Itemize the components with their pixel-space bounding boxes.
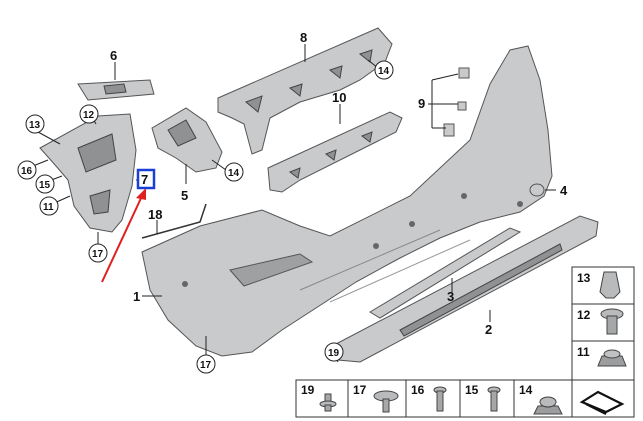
callout-12: 12 [83, 110, 95, 121]
grid-13-label: 13 [577, 271, 591, 285]
callout-18: 18 [148, 207, 162, 222]
callout-7-highlight: 7 [136, 168, 156, 190]
callout-4: 4 [560, 183, 568, 198]
callout-13: 13 [29, 120, 41, 131]
callout-12-group: 12 [79, 104, 99, 124]
part-1-bumper [141, 45, 553, 357]
callout-17b-group: 17 [196, 354, 216, 374]
fastener-19-icon [319, 393, 337, 412]
grid-17-label: 17 [353, 383, 367, 397]
seal-strip-icon [579, 390, 625, 415]
callout-17a: 17 [92, 249, 104, 260]
callout-14a: 14 [378, 66, 390, 77]
callout-14b: 14 [228, 168, 240, 179]
callout-17b: 17 [200, 360, 212, 371]
highlight-arrow [101, 188, 146, 283]
callout-5: 5 [181, 188, 188, 203]
callout-7: 7 [141, 172, 148, 187]
grid-15-label: 15 [465, 383, 479, 397]
callout-17a-group: 17 [88, 243, 108, 263]
fastener-17-icon [373, 390, 399, 413]
callout-16: 16 [21, 166, 33, 177]
callout-16-group: 16 [17, 160, 37, 180]
grid-12-label: 12 [577, 308, 591, 322]
callout-14a-group: 14 [374, 60, 394, 80]
part-10-carrier [267, 111, 403, 193]
callout-6: 6 [110, 48, 117, 63]
callout-8: 8 [300, 30, 307, 45]
callout-15: 15 [39, 180, 51, 191]
callout-3: 3 [447, 289, 454, 304]
fastener-grid-right: 13 12 11 [571, 266, 635, 381]
grid-14-label: 14 [519, 383, 533, 397]
callout-1: 1 [133, 289, 140, 304]
callout-19: 19 [328, 348, 340, 359]
part-9-clips [443, 67, 470, 137]
grid-11-label: 11 [577, 345, 590, 359]
part-18-moulding [141, 203, 207, 239]
grid-16-label: 16 [411, 383, 425, 397]
fastener-11-icon [597, 349, 627, 367]
callout-19-group: 19 [324, 342, 344, 362]
fastener-15-icon [487, 386, 501, 412]
part-3-strip [369, 227, 522, 319]
callout-15-group: 15 [35, 174, 55, 194]
callout-2: 2 [485, 322, 492, 337]
callout-10: 10 [332, 90, 346, 105]
part-8-carrier [217, 27, 393, 155]
callout-11-group: 11 [39, 196, 59, 216]
part-5-bracket [151, 107, 223, 173]
grid-19-label: 19 [301, 383, 315, 397]
part-2-diffuser [335, 215, 599, 363]
callout-14b-group: 14 [224, 162, 244, 182]
part-left-bracket [39, 113, 137, 233]
fastener-14-icon [533, 396, 563, 415]
callout-13-group: 13 [25, 114, 45, 134]
fastener-12-icon [600, 308, 624, 335]
fastener-13-icon [599, 271, 621, 299]
fastener-grid-bottom: 19 17 16 15 14 [295, 379, 635, 418]
part-6-trim [77, 79, 155, 101]
callout-9: 9 [418, 96, 425, 111]
part-4-reflector [529, 183, 545, 197]
fastener-16-icon [433, 386, 447, 412]
callout-11: 11 [43, 202, 54, 213]
